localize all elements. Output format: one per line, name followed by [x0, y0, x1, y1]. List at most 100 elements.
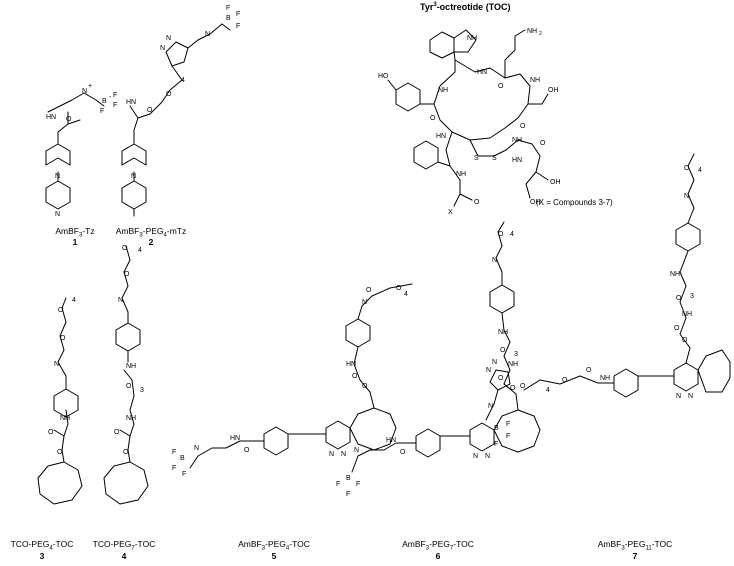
- toc-title-rest: -octreotide (TOC): [436, 2, 511, 12]
- atom-f: F: [172, 465, 176, 472]
- peg-subscript: 3: [140, 387, 144, 394]
- atom-n: N: [194, 445, 199, 452]
- atom-n: N: [166, 35, 171, 42]
- atom-n: N: [485, 453, 490, 460]
- atom-o: O: [498, 375, 504, 382]
- atom-nh: NH: [456, 171, 466, 178]
- atom-n: N: [473, 453, 478, 460]
- atom-b: B: [346, 475, 351, 482]
- atom-o: O: [352, 373, 358, 380]
- atom-o: O: [366, 287, 372, 294]
- atom-f: F: [113, 102, 117, 109]
- caption-text: -Tz: [82, 226, 95, 236]
- atom-o: O: [474, 199, 480, 206]
- atom-hn: HN: [126, 99, 136, 106]
- atom-n: N: [131, 173, 136, 180]
- atom-nh: NH: [498, 329, 508, 336]
- caption-text: -TOC: [651, 539, 673, 549]
- caption-text: -PEG: [142, 226, 164, 236]
- atom-hn: HN: [346, 361, 356, 368]
- caption-text: AmBF: [238, 539, 262, 549]
- caption-text: AmBF: [402, 539, 426, 549]
- x-compounds-note: (X = Compounds 3-7): [536, 198, 613, 207]
- caption-text: -TOC: [289, 539, 310, 549]
- caption-text: AmBF: [115, 226, 140, 236]
- number-compound-7: 7: [632, 551, 638, 561]
- atom-o: O: [498, 83, 504, 90]
- atom-n: N: [492, 359, 497, 366]
- atom-hn: HN: [512, 157, 522, 164]
- atom-f: F: [336, 481, 340, 488]
- atom-o: O: [122, 245, 128, 252]
- caption-text: -TOC: [134, 539, 156, 549]
- atom-o: O: [126, 383, 132, 390]
- atom-o: O: [520, 123, 526, 130]
- caption-subscript: 7: [449, 545, 454, 552]
- atom-n: N: [684, 193, 689, 200]
- atom-f: F: [172, 449, 176, 456]
- atom-o: O: [362, 383, 368, 390]
- structure-compound-7: O NH O 4 O N N N B F F F N N O O NH O 3 …: [485, 153, 731, 448]
- atom-f: F: [506, 433, 510, 440]
- atom-o: O: [396, 285, 402, 292]
- atom-oh: OH: [550, 179, 561, 186]
- atom-n: N: [205, 31, 210, 38]
- atom-nh: NH: [508, 361, 518, 368]
- caption-compound-5: AmBF3-PEG4-TOC: [224, 539, 324, 552]
- atom-s: S: [474, 155, 479, 162]
- caption-text: TCO-PEG: [10, 539, 50, 549]
- peg-subscript: 4: [546, 387, 550, 394]
- atom-o: O: [57, 449, 63, 456]
- caption-text: TCO-PEG: [92, 539, 132, 549]
- atom-n: N: [354, 447, 359, 454]
- atom-o: O: [60, 335, 66, 342]
- atom-x: X: [448, 209, 453, 216]
- caption-subscript: 3: [79, 232, 83, 239]
- number-compound-5: 5: [271, 551, 277, 561]
- atom-o: O: [58, 307, 64, 314]
- atom-oh: OH: [530, 199, 541, 206]
- atom-n: N: [55, 211, 60, 218]
- atom-o: O: [682, 337, 688, 344]
- atom-n: N: [54, 361, 59, 368]
- atom-o: O: [500, 347, 506, 354]
- atom-nh: NH: [467, 35, 477, 42]
- atom-o: O: [674, 325, 680, 332]
- atom-nh: NH: [670, 271, 680, 278]
- caption-subscript: 4: [49, 545, 53, 552]
- atom-oh: OH: [548, 87, 559, 94]
- atom-f: F: [236, 23, 240, 30]
- atom-n: N: [362, 299, 367, 306]
- caption-subscript: 4: [163, 232, 167, 239]
- caption-text: -PEG: [624, 539, 646, 549]
- caption-subscript: 7: [131, 545, 135, 552]
- structure-compound-5: HN O N B F F F N N O O HN N O O 4: [172, 283, 413, 478]
- atom-o: O: [520, 383, 526, 390]
- atom-b: B: [102, 98, 107, 105]
- atom-s: S: [492, 155, 497, 162]
- atom-n: N: [341, 451, 346, 458]
- structure-compound-1: O HN N + B - F F F N N: [45, 83, 117, 218]
- atom-o: O: [676, 295, 682, 302]
- caption-subscript: 3: [425, 545, 430, 552]
- atom-minus: -: [109, 94, 112, 101]
- caption-subscript: 4: [285, 545, 290, 552]
- atom-b: B: [226, 15, 231, 22]
- atom-o: O: [244, 447, 250, 454]
- caption-compound-2: AmBF3-PEG4-mTz: [106, 226, 196, 239]
- structure-compound-4: NH O O O 3 NH N O O 4: [103, 245, 149, 505]
- atom-o: O: [498, 231, 504, 238]
- atom-o: O: [540, 140, 546, 147]
- atom-nh: NH: [600, 375, 610, 382]
- atom-ho: HO: [378, 73, 389, 80]
- atom-hn: HN: [230, 435, 240, 442]
- toc-title-base: Tyr: [420, 2, 434, 12]
- atom-n: N: [55, 173, 60, 180]
- atom-n: N: [488, 403, 493, 410]
- caption-subscript: 11: [645, 545, 652, 552]
- peg-subscript: 4: [698, 167, 702, 174]
- atom-f: F: [494, 441, 498, 448]
- atom-plus: +: [88, 83, 92, 90]
- atom-n: N: [82, 88, 87, 95]
